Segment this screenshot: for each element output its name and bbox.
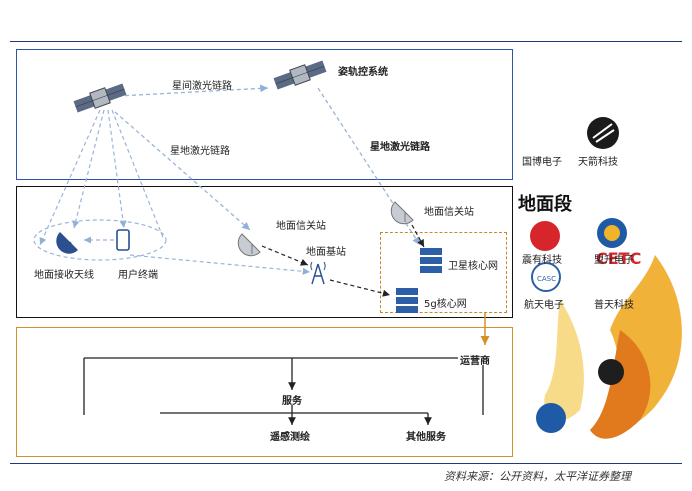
company-mengsheng: 盟升电子 bbox=[594, 255, 634, 266]
coverage-ellipse bbox=[33, 219, 167, 261]
satellite-right-icon bbox=[273, 60, 327, 90]
inter-sat-link-label: 星间激光链路 bbox=[172, 81, 232, 92]
company-guobo: 国博电子 bbox=[522, 157, 562, 168]
top-rule bbox=[10, 41, 682, 42]
zhenyou-logo-icon bbox=[530, 221, 560, 251]
company-hangtian: 航天电子 bbox=[524, 300, 564, 311]
other-services-label: 其他服务 bbox=[406, 432, 446, 443]
service-segment-box bbox=[16, 327, 513, 457]
5g-core-server-icon bbox=[396, 288, 418, 313]
cone-left-line bbox=[39, 109, 101, 246]
terminal-to-base-line bbox=[129, 254, 311, 275]
service-label: 服务 bbox=[282, 396, 302, 407]
cone-inner-right-line bbox=[107, 109, 127, 229]
remote-sensing-label: 遥感测绘 bbox=[270, 432, 310, 443]
gateway-dish-mid-icon bbox=[237, 233, 261, 257]
sat-ground-link-left-label: 星地激光链路 bbox=[170, 146, 230, 157]
user-terminal-label: 用户终端 bbox=[118, 270, 158, 281]
guobo-logo-icon bbox=[587, 117, 619, 149]
globe-logo-icon bbox=[536, 403, 566, 433]
core-network-box bbox=[380, 232, 507, 313]
bottom-rule bbox=[10, 463, 682, 464]
flame-decoration bbox=[544, 255, 682, 439]
company-putian: 普天科技 bbox=[594, 300, 634, 311]
operator-label: 运营商 bbox=[460, 356, 490, 367]
gateway-to-base-line bbox=[261, 245, 309, 266]
gateway-dish-top-icon bbox=[390, 201, 414, 225]
sat-ground-link-right-label: 星地激光链路 bbox=[370, 142, 430, 153]
satellite-left-icon bbox=[73, 83, 127, 113]
ground-segment-title: 地面段 bbox=[518, 194, 572, 215]
source-note: 资料来源：公开资料，太平洋证券整理 bbox=[444, 470, 631, 483]
ground-antenna-icon bbox=[56, 232, 78, 254]
satellite-core-server-icon bbox=[420, 248, 442, 273]
space-segment-box bbox=[16, 49, 513, 180]
gateway-mid-label: 地面信关站 bbox=[276, 221, 326, 232]
base-station-icon bbox=[310, 261, 326, 285]
ground-antenna-label: 地面接收天线 bbox=[34, 270, 94, 281]
company-zhenyou: 震有科技 bbox=[522, 255, 562, 266]
ptk-logo-icon bbox=[598, 359, 624, 385]
base-station-label: 地面基站 bbox=[306, 247, 346, 258]
casc-logo-icon bbox=[531, 262, 561, 292]
company-tianjian: 天箭科技 bbox=[578, 157, 618, 168]
cetc-logo: CETC bbox=[596, 249, 641, 268]
5g-core-label: 5g核心网 bbox=[424, 299, 467, 310]
casc-logo-text: CASC bbox=[537, 275, 556, 283]
sat-ground-link-left-line bbox=[114, 111, 251, 231]
gateway-top-label: 地面信关站 bbox=[424, 207, 474, 218]
base-to-5g-line bbox=[329, 279, 391, 297]
cone-inner-left-line bbox=[72, 109, 105, 229]
attitude-control-label: 姿轨控系统 bbox=[338, 67, 388, 78]
user-terminal-icon bbox=[116, 229, 130, 251]
cone-right-line bbox=[111, 109, 165, 241]
ground-segment-box bbox=[16, 186, 513, 318]
satellite-core-label: 卫星核心网 bbox=[448, 261, 498, 272]
guobo-logo-stroke bbox=[592, 123, 615, 143]
